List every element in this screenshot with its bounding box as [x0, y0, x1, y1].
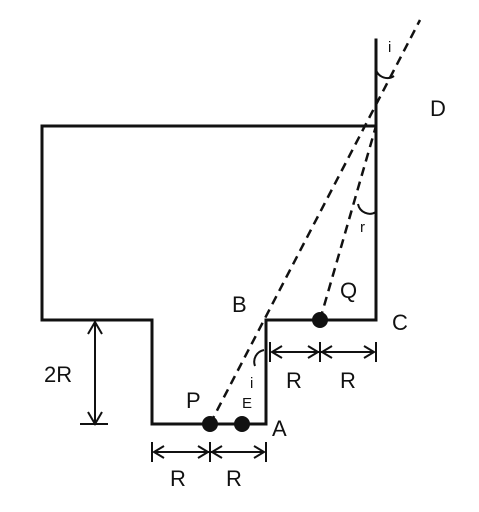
label-i-top: i	[388, 39, 391, 56]
dimension-2R	[80, 320, 108, 426]
angle-arc-i-bottom	[253, 349, 265, 367]
label-R-bottom-2: R	[226, 466, 242, 491]
label-R-right-2: R	[340, 368, 356, 393]
label-E: E	[242, 395, 252, 412]
label-R-right-1: R	[286, 368, 302, 393]
label-R-bottom-1: R	[170, 466, 186, 491]
label-Q: Q	[340, 278, 357, 303]
label-r: r	[360, 219, 365, 236]
label-D: D	[430, 96, 446, 121]
angle-arc-i-top	[375, 69, 395, 79]
label-P: P	[186, 388, 201, 413]
angle-arc-r	[357, 203, 377, 215]
point-P	[202, 416, 218, 432]
label-C: C	[392, 310, 408, 335]
label-i-bottom: i	[250, 375, 253, 392]
point-Q	[312, 312, 328, 328]
label-B: B	[232, 292, 247, 317]
container-outline	[40, 124, 378, 426]
label-A: A	[272, 416, 287, 441]
dimension-right-R-R	[269, 342, 377, 362]
ray-P-to-D	[208, 19, 422, 425]
dimension-bottom-R-R	[151, 442, 267, 462]
label-2R: 2R	[44, 362, 72, 387]
point-E	[234, 416, 250, 432]
ray-Q-to-D	[318, 125, 378, 321]
